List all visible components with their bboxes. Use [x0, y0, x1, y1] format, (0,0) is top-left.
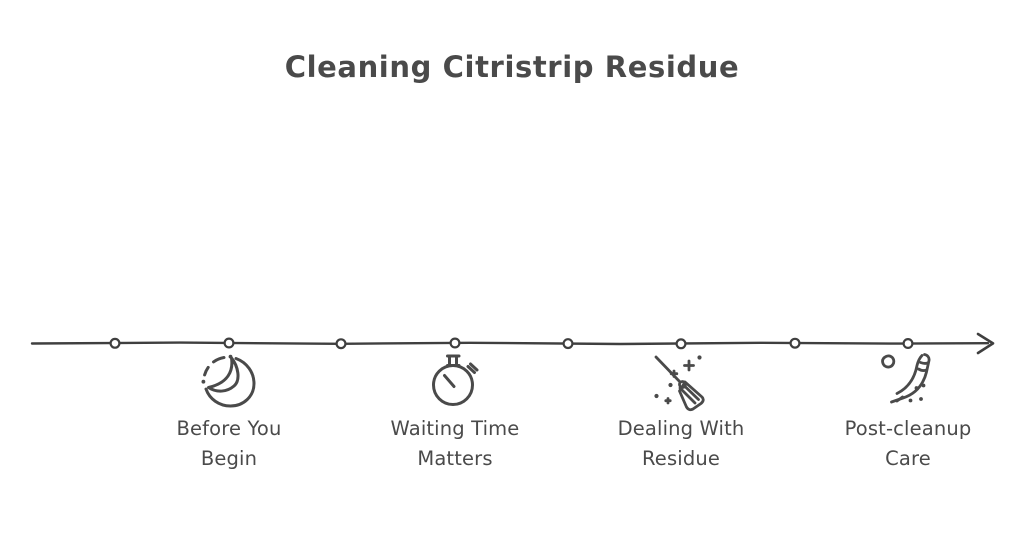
milestone-2[interactable]: Before You Begin: [144, 352, 314, 474]
timeline-node[interactable]: [789, 337, 801, 349]
timeline-node[interactable]: [335, 338, 347, 350]
citrus-half-icon: [144, 352, 314, 410]
axis-line: [30, 341, 990, 346]
milestone-8-label: Post-cleanup Care: [844, 417, 972, 470]
axis-arrow-icon: [976, 332, 995, 355]
timeline-node[interactable]: [449, 337, 461, 349]
milestone-6-label: Dealing With Residue: [617, 417, 745, 470]
timeline-node[interactable]: [675, 338, 687, 350]
milestone-8[interactable]: Post-cleanup Care: [823, 352, 993, 474]
broom-sparkles-icon: [596, 352, 766, 412]
milestone-2-label: Before You Begin: [176, 417, 282, 470]
timeline-node[interactable]: [562, 338, 574, 350]
timeline-node[interactable]: [223, 337, 235, 349]
milestone-4-label: Waiting Time Matters: [390, 417, 520, 470]
page-title: Cleaning Citristrip Residue: [284, 50, 740, 84]
timeline-node[interactable]: [109, 337, 121, 349]
milestone-4[interactable]: Waiting Time Matters: [370, 352, 540, 474]
timeline-node[interactable]: [902, 338, 914, 350]
stopwatch-icon: [370, 352, 540, 410]
sweeping-brush-icon: [823, 352, 993, 410]
milestone-6[interactable]: Dealing With Residue: [596, 352, 766, 474]
